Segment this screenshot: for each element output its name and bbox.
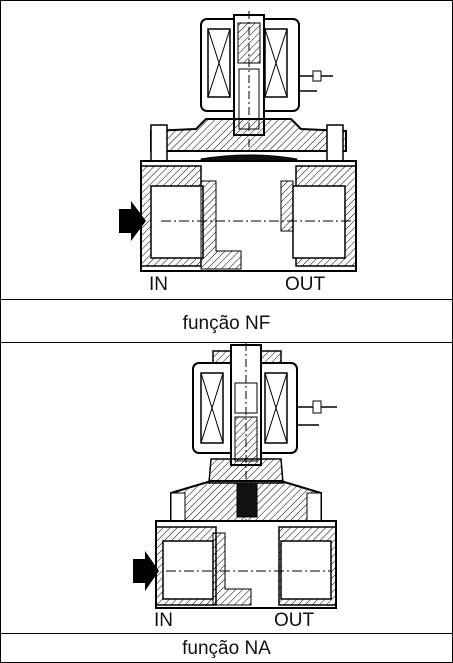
na-armature	[212, 343, 282, 543]
nf-caption: função NF	[182, 313, 271, 334]
na-bonnet	[170, 458, 322, 524]
nf-out-label: OUT	[285, 274, 326, 295]
nf-valve-body	[140, 160, 357, 272]
nf-flow-arrow-icon	[119, 201, 146, 241]
na-valve-body	[155, 520, 337, 609]
nf-drawing-area: IN OUT	[1, 1, 452, 299]
nf-in-label: IN	[149, 274, 168, 295]
nf-armature	[233, 11, 265, 191]
na-drawing-area: IN OUT	[1, 343, 452, 633]
na-in-label: IN	[154, 610, 173, 631]
nf-valve-drawing	[119, 11, 357, 272]
na-divider	[1, 633, 452, 634]
nf-bonnet	[150, 118, 347, 162]
na-caption: função NA	[182, 638, 271, 659]
panel-divider	[1, 342, 452, 343]
na-connector-icon	[297, 400, 337, 426]
na-valve-drawing	[133, 343, 337, 609]
nf-divider	[1, 299, 452, 300]
nf-connector-icon	[299, 70, 333, 92]
na-out-label: OUT	[274, 610, 315, 631]
na-flow-arrow-icon	[133, 551, 159, 591]
